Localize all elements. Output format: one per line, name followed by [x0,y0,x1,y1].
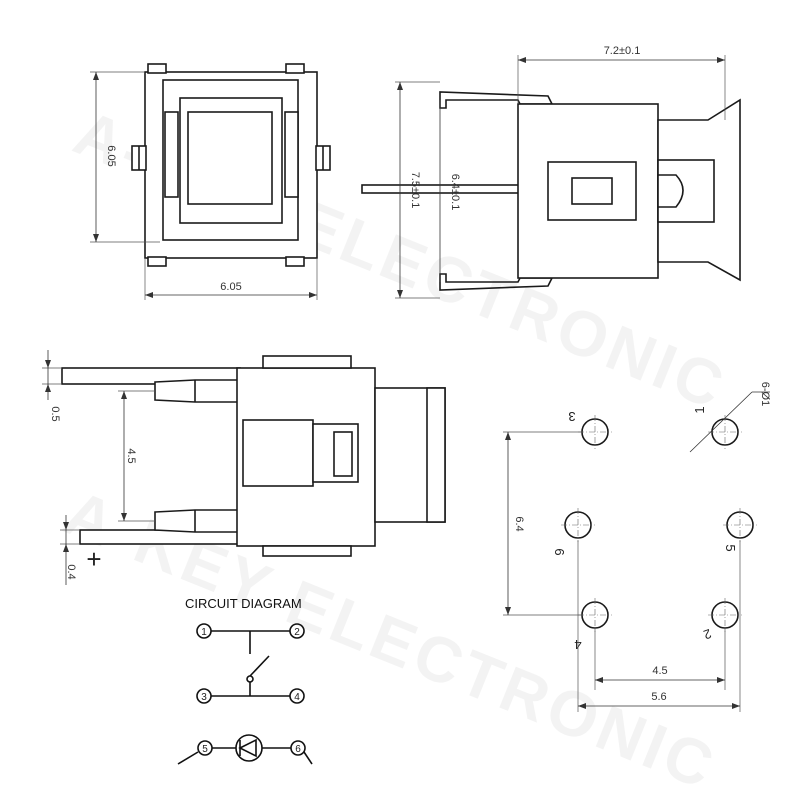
circuit-led-triangle [238,738,257,758]
front-view-cap-bottom [262,545,352,557]
front-view-polarity-symbol: + [86,544,101,574]
front-view-led-housing [242,419,314,487]
circuit-terminal-2-label: 2 [294,627,300,638]
pad-2: 2 [702,598,742,643]
pad-3: 3 [568,409,612,449]
top-view-tab-br [285,256,305,267]
circuit-terminal-3-label: 3 [201,692,207,703]
footprint: 3 1 6 5 4 2 6-Ø1 [503,382,771,712]
circuit-terminal-1-label: 1 [201,627,207,638]
circuit-switch-lever [249,655,270,677]
side-view-length-label: 7.2±0.1 [604,45,641,57]
front-view-top-thickness-label: 0.5 [49,406,61,421]
pad-6: 6 [552,508,595,556]
circuit-terminal-6 [290,740,306,756]
top-view-rail-left [164,111,179,198]
pad-2-label: 2 [702,626,714,643]
side-view-outer-height-label: 7.5±0.1 [409,172,421,209]
side-view-lead-top [439,91,554,109]
pad-3-label: 3 [568,409,575,424]
front-view: 0.5 4.5 0.4 + [42,350,446,585]
footprint-outer-width-label: 5.6 [651,691,666,703]
front-view-cap-top [262,355,352,369]
hole-callout-label: 6-Ø1 [759,382,771,406]
pad-6-label: 6 [552,548,567,555]
pad-4: 4 [574,598,612,652]
top-view-tab-tr [285,63,305,74]
side-view-inner-height-label: 6.4±0.1 [449,174,461,211]
circuit-title: CIRCUIT DIAGRAM [185,596,302,611]
footprint-inner-width-label: 4.5 [652,665,667,677]
circuit-terminal-6-label: 6 [295,744,301,755]
side-view-lead [361,184,521,194]
top-view-tab-tl [147,63,167,74]
circuit-diagram: CIRCUIT DIAGRAM 1 2 3 4 5 6 [177,596,313,765]
side-view-led [571,177,613,205]
front-view-bottom-thickness-label: 0.4 [65,564,77,579]
footprint-height-label: 6.4 [513,516,525,531]
top-view-width-label: 6.05 [220,281,241,293]
side-view-lead-bottom [439,273,554,291]
pad-1: 1 [692,406,742,449]
top-view: 6.05 6.05 [90,63,331,300]
circuit-switch-pivot [246,675,254,683]
pad-5-label: 5 [723,544,738,551]
front-view-led [333,431,353,477]
top-view-rail-right [284,111,299,198]
top-view-tab-bl [147,256,167,267]
circuit-terminal-5-label: 5 [202,744,208,755]
pad-1-label: 1 [692,406,707,413]
front-view-pin-spacing-label: 4.5 [125,448,137,463]
pad-5: 5 [723,508,757,552]
top-view-plunger [187,111,273,205]
front-view-actuator-edge [426,387,446,523]
side-view: 7.2±0.1 7.5±0.1 6.4±0.1 [361,45,741,299]
hole-callout-leader [689,391,753,453]
top-view-height-label: 6.05 [105,145,117,166]
side-view-led-dome [657,174,684,208]
circuit-terminal-4-label: 4 [294,692,300,703]
